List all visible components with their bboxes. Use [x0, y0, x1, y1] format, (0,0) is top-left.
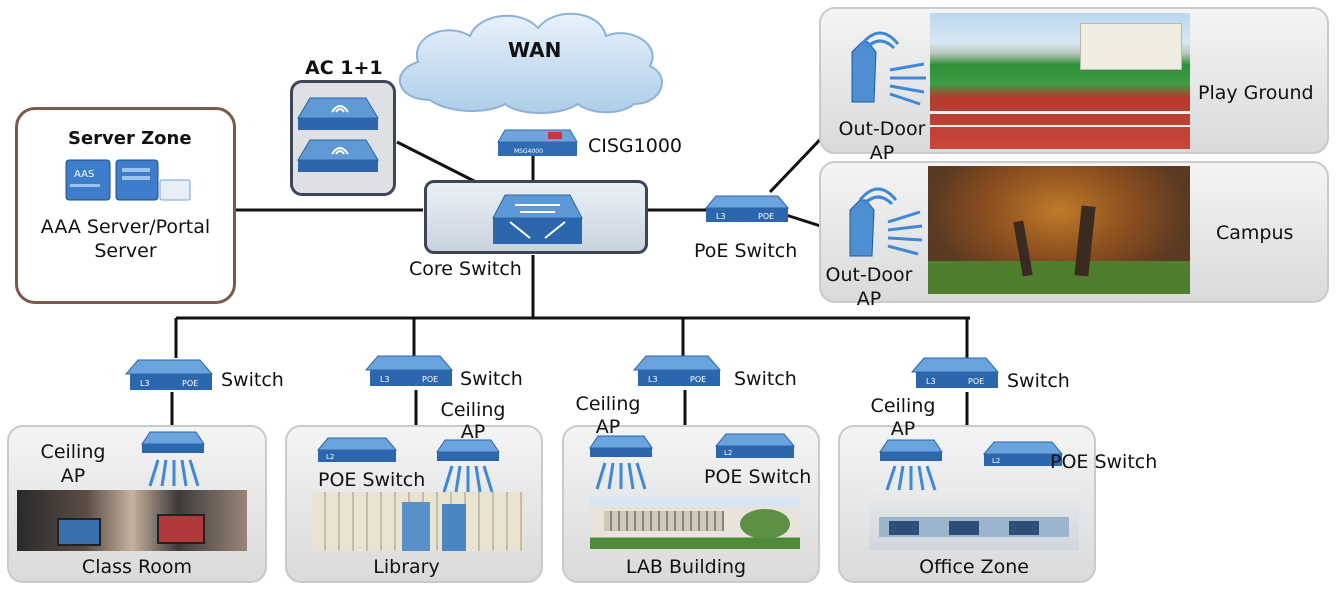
ceiling-ap-1-label-b: AP [60, 465, 86, 487]
poe-switch-3-label: POE Switch [704, 466, 812, 488]
ceiling-ap-4-label-a: Ceiling [870, 395, 936, 417]
office-zone-photo [869, 487, 1079, 550]
ac-label: AC 1+1 [305, 57, 383, 79]
outdoor-ap-1-label-a: Out-Door [838, 118, 926, 140]
library-photo [312, 492, 524, 551]
poe-switch-4-icon: L2 [982, 441, 1064, 466]
svg-text:L3: L3 [716, 212, 726, 221]
switch-2-icon: L3 POE [364, 355, 454, 386]
outdoor-ap-1-label-b: AP [869, 142, 895, 164]
library-label: Library [373, 556, 440, 578]
wan-label: WAN [508, 38, 562, 62]
poe-switch-3-icon: L2 [714, 433, 796, 458]
poe-switch-2-label: POE Switch [318, 469, 426, 491]
cisg-tag: MSG4000 [514, 148, 543, 155]
ceiling-ap-2-label-a: Ceiling [440, 399, 506, 421]
switch-1-icon: L3 POE [124, 359, 214, 390]
svg-text:L3: L3 [380, 375, 390, 384]
svg-text:L2: L2 [724, 449, 732, 457]
outdoor-ap-2-label-b: AP [856, 288, 882, 310]
server-zone [15, 107, 236, 304]
svg-text:POE: POE [182, 379, 198, 388]
svg-text:POE: POE [968, 377, 984, 386]
server-zone-line1: AAA Server/Portal [40, 216, 211, 238]
switch-1-label: Switch [221, 369, 284, 391]
poe-switch-4-label: POE Switch [1050, 451, 1158, 473]
ceiling-ap-2-icon [436, 439, 500, 493]
switch-4-icon: L3 POE [910, 357, 1000, 388]
switch-2-label: Switch [460, 368, 523, 390]
switch-3-icon: L3 POE [632, 355, 722, 386]
svg-text:L3: L3 [140, 379, 150, 388]
ceiling-ap-1-icon [141, 431, 205, 487]
ceiling-ap-3-label-b: AP [595, 416, 621, 438]
ceiling-ap-4-icon [879, 439, 943, 491]
outdoor-ap-2-label-a: Out-Door [825, 264, 913, 286]
svg-text:L3: L3 [926, 377, 936, 386]
ceiling-ap-3-icon [589, 435, 653, 490]
office-zone-label: Office Zone [919, 556, 1029, 578]
svg-text:POE: POE [422, 375, 438, 384]
ceiling-ap-4-label-b: AP [890, 418, 916, 440]
play-ground-photo [930, 13, 1190, 149]
class-room-photo [17, 490, 247, 551]
lab-building-photo [590, 497, 800, 549]
link-ac-core [396, 140, 479, 185]
server-zone-line2: Server [94, 240, 157, 262]
svg-text:L2: L2 [326, 453, 334, 461]
svg-text:POE: POE [758, 212, 774, 221]
poe-switch-2-icon: L2 [316, 437, 398, 462]
ceiling-ap-3-label-a: Ceiling [575, 393, 641, 415]
ceiling-ap-1-label-a: Ceiling [40, 441, 106, 463]
poe-switch-top-label: PoE Switch [694, 240, 798, 262]
ceiling-ap-2-label-b: AP [460, 421, 486, 443]
svg-text:L3: L3 [648, 375, 658, 384]
switch-3-label: Switch [734, 368, 797, 390]
svg-text:L2: L2 [992, 457, 1000, 465]
switch-4-label: Switch [1007, 370, 1070, 392]
server-zone-title: Server Zone [68, 128, 192, 149]
campus-photo [928, 166, 1190, 294]
lab-building-label: LAB Building [625, 556, 747, 578]
core-switch-label: Core Switch [409, 258, 522, 280]
aas-tag: AAS [74, 169, 94, 180]
cisg-label: CISG1000 [588, 135, 683, 157]
campus-label: Campus [1216, 222, 1294, 244]
play-ground-label: Play Ground [1198, 82, 1314, 104]
svg-text:POE: POE [690, 375, 706, 384]
class-room-label: Class Room [81, 556, 193, 578]
